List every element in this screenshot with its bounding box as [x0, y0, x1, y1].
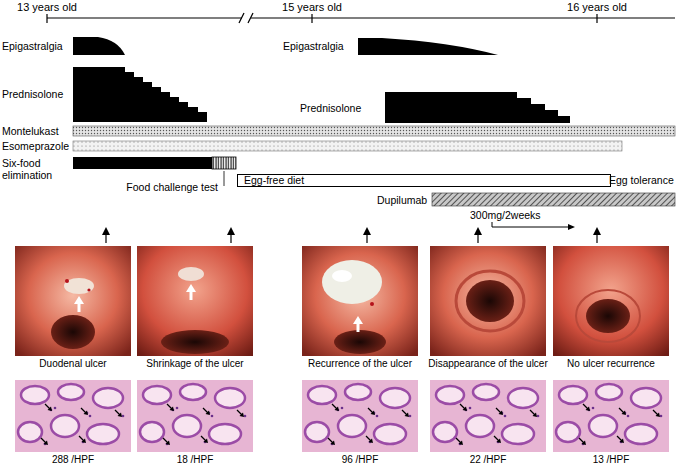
timepoint-arrows — [106, 233, 597, 243]
panel-caption: Disappearance of the ulcer — [428, 358, 548, 370]
panel-caption: Recurrence of the ulcer — [308, 358, 412, 370]
dose-bracket — [492, 222, 568, 227]
drug-bar — [73, 141, 622, 151]
leader-line — [224, 171, 225, 186]
endoscopy-panel: Duodenal ulcer — [15, 246, 131, 356]
row-label: Prednisolone — [2, 88, 63, 100]
drug-bar — [73, 126, 675, 136]
row-label: Prednisolone — [300, 102, 361, 114]
panel-caption: 288 /HPF — [52, 454, 94, 466]
row-label: Six-food elimination — [2, 157, 64, 181]
panel-caption: 22 /HPF — [470, 454, 507, 466]
histology-panel: 96 /HPF — [302, 380, 418, 452]
endoscopy-photo — [430, 246, 546, 356]
row-label: Dupilumab — [377, 194, 427, 206]
challenge-bar — [212, 157, 236, 169]
age-label: 13 years old — [17, 1, 77, 13]
panel-caption: Shrinkage of the ulcer — [146, 358, 243, 370]
age-label: 16 years old — [567, 1, 627, 13]
arrow-head — [568, 224, 575, 230]
endoscopy-photo — [137, 246, 253, 356]
endoscopy-panel: Shrinkage of the ulcer — [137, 246, 253, 356]
histology-panel: 18 /HPF — [137, 380, 253, 452]
histology-panel: 22 /HPF — [430, 380, 546, 452]
endoscopy-photo — [553, 246, 669, 356]
age-label: 15 years old — [282, 1, 342, 13]
drug-bar — [432, 193, 675, 206]
event-label: Food challenge test — [126, 181, 218, 193]
dose-steps — [73, 67, 207, 122]
endoscopy-panel: No ulcer recurrence — [553, 246, 669, 356]
panel-caption: 18 /HPF — [177, 454, 214, 466]
panel-caption: No ulcer recurrence — [567, 358, 655, 370]
dose-label: 300mg/2weeks — [470, 209, 541, 221]
endoscopy-photo — [15, 246, 131, 356]
row-label: Montelukast — [2, 125, 59, 137]
box-label: Egg-free diet — [238, 175, 610, 186]
endoscopy-photo — [302, 246, 418, 356]
row-label: Epigastralgia — [283, 40, 344, 52]
dose-steps — [385, 92, 570, 123]
histology-panel: 13 /HPF — [553, 380, 669, 452]
panel-caption: 13 /HPF — [593, 454, 630, 466]
endoscopy-panel: Disappearance of the ulcer — [430, 246, 546, 356]
endoscopy-panel: Recurrence of the ulcer — [302, 246, 418, 356]
histology-panel: 288 /HPF — [15, 380, 131, 452]
diet-period-box: Egg-free diet — [237, 174, 611, 187]
symptom-wedge — [358, 38, 498, 55]
event-label: Egg tolerance — [609, 174, 674, 186]
panel-caption: 96 /HPF — [342, 454, 379, 466]
timepoint-arrowheads — [102, 227, 601, 235]
time-axis — [47, 13, 675, 23]
panel-caption: Duodenal ulcer — [39, 358, 106, 370]
row-label: Epigastralgia — [2, 40, 63, 52]
diet-bar — [73, 157, 212, 169]
row-label: Esomeprazole — [2, 140, 69, 152]
symptom-wedge — [73, 37, 125, 55]
histology-photo — [15, 380, 669, 452]
